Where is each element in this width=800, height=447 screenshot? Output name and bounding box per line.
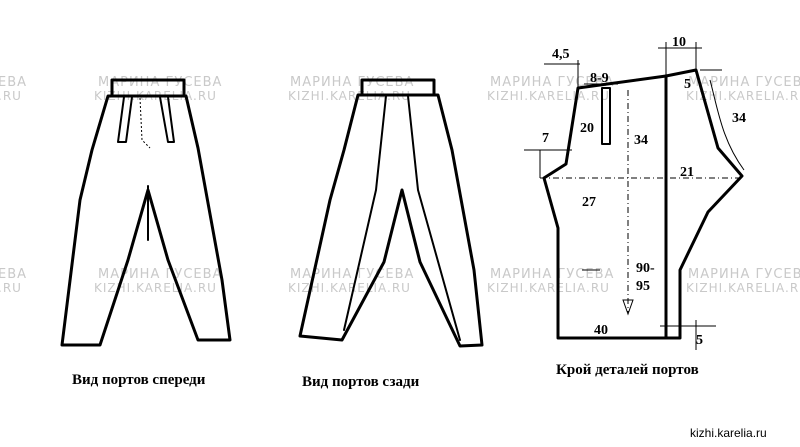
label-34-center: 34 [634, 133, 648, 148]
watermark-group: ЕВА .RU МАРИНА ГУСЕВА KIZHI.KARELIA.RU М… [0, 75, 800, 295]
label-8-9: 8-9 [590, 71, 609, 86]
label-4-5: 4,5 [552, 47, 570, 62]
watermark-author: МАРИНА ГУСЕВА [290, 75, 414, 90]
watermark-author: МАРИНА ГУСЕВА [688, 75, 800, 90]
watermark-author: ЕВА [0, 75, 27, 90]
watermark-site: KIZHI.KARELIA.RU [288, 89, 411, 103]
site-footer: kizhi.karelia.ru [690, 426, 767, 440]
caption-back-view: Вид портов сзади [302, 374, 420, 390]
label-40: 40 [594, 323, 608, 338]
back-seam-left [343, 95, 387, 331]
watermark-author: ЕВА [0, 267, 27, 282]
label-5-top: 5 [684, 77, 691, 92]
pattern-pieces [524, 42, 745, 350]
watermark-site: KIZHI.KARELIA.RU [686, 281, 800, 295]
right-pattern-piece [664, 68, 744, 340]
watermark-author: МАРИНА ГУСЕВА [98, 75, 222, 90]
label-95: 95 [636, 279, 650, 294]
label-7: 7 [542, 131, 549, 146]
watermark-site: KIZHI.KARELIA.RU [487, 89, 610, 103]
label-21: 21 [680, 165, 694, 180]
pocket-slit [601, 87, 611, 145]
label-5-bottom: 5 [696, 333, 703, 348]
front-pocket-right [159, 96, 175, 143]
watermark-site: KIZHI.KARELIA.RU [94, 281, 217, 295]
watermark-author: МАРИНА ГУСЕВА [98, 267, 222, 282]
fly-stitch [139, 97, 151, 149]
trousers-front-outline [60, 94, 232, 347]
trousers-front-view [60, 78, 232, 347]
measurement-labels: 4,5 10 8-9 5 34 20 34 7 21 27 90- 95 40 … [542, 35, 746, 348]
watermark-author: МАРИНА ГУСЕВА [688, 267, 800, 282]
side-curve [709, 79, 745, 171]
watermark-site: KIZHI.KARELIA.RU [288, 281, 411, 295]
watermark-site: .RU [0, 281, 22, 295]
left-pattern-piece [542, 74, 668, 340]
watermark-site: KIZHI.KARELIA.RU [487, 281, 610, 295]
label-10: 10 [672, 35, 686, 50]
trousers-back-outline [298, 93, 484, 348]
label-90: 90- [636, 261, 655, 276]
watermark-site: .RU [0, 89, 22, 103]
watermark-author: МАРИНА ГУСЕВА [490, 267, 614, 282]
trousers-back-view [298, 78, 484, 348]
grainline-arrow [622, 299, 634, 316]
watermark-author: МАРИНА ГУСЕВА [290, 267, 414, 282]
label-34-right: 34 [732, 111, 746, 126]
label-20: 20 [580, 121, 594, 136]
label-27: 27 [582, 195, 596, 210]
caption-pattern: Крой деталей портов [556, 362, 699, 378]
front-pocket-left [117, 96, 133, 143]
caption-front-view: Вид портов спереди [72, 372, 206, 388]
back-seam-right [407, 95, 461, 341]
